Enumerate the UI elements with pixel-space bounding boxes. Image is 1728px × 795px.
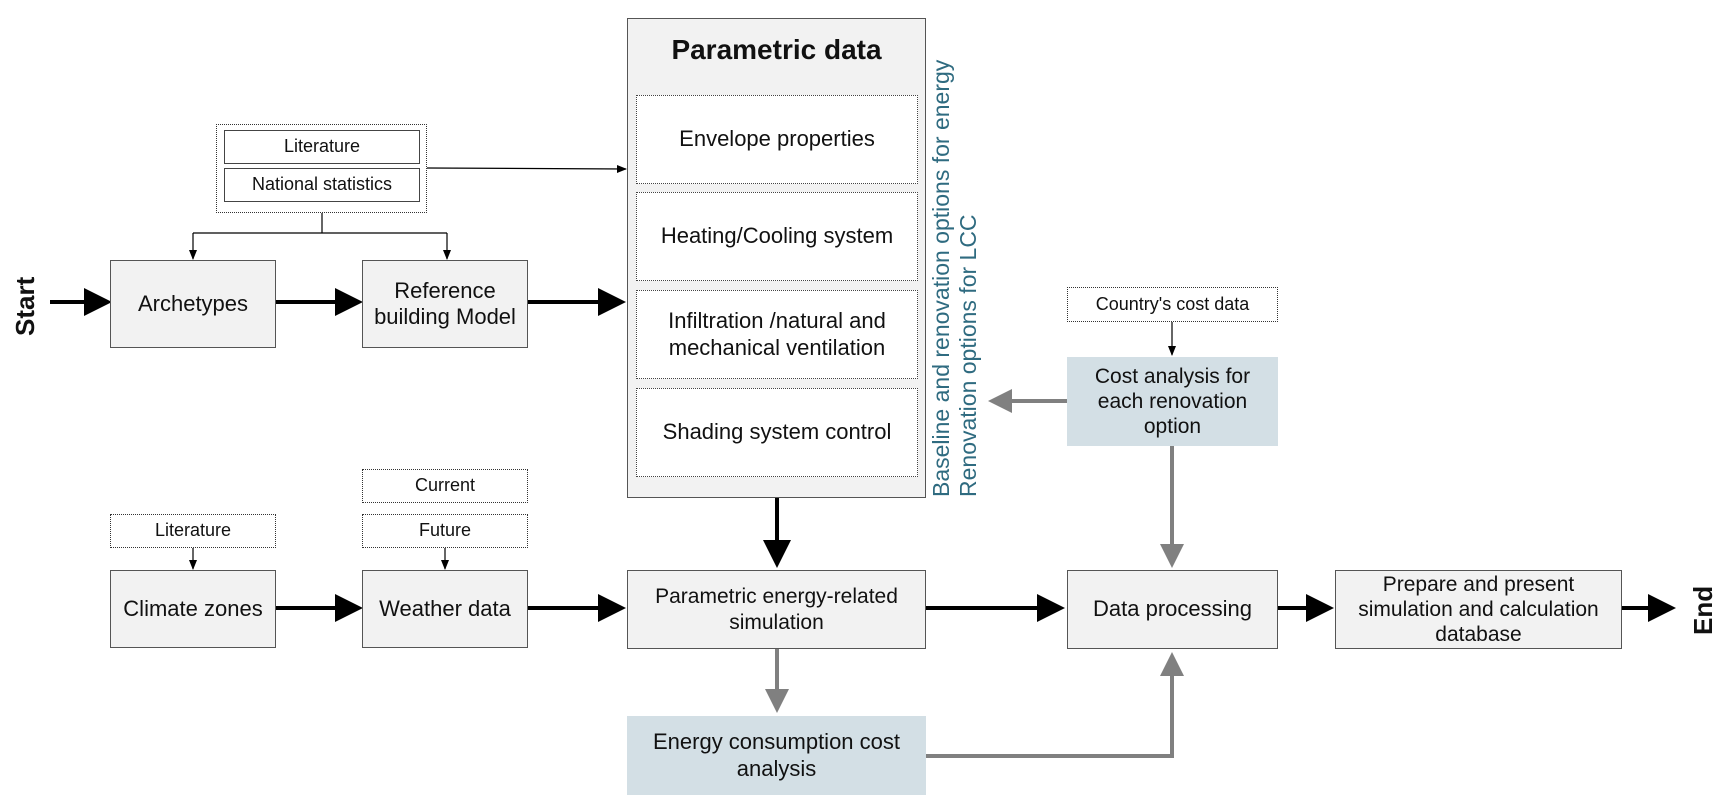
vertical-label-lcc: Renovation options for LCC [955,214,981,497]
ventilation-box: Infiltration /natural and mechanical ven… [636,290,918,379]
national-statistics-box: National statistics [224,168,420,202]
cost-analysis-box: Cost analysis for each renovation option [1067,357,1278,446]
shading-system-control-box: Shading system control [636,388,918,477]
vertical-label-energy: Baseline and renovation options for ener… [928,59,954,497]
arrow-energy-cost-to-processing [926,652,1184,758]
arrow-sources-to-parametric [426,164,627,173]
end-label: End [1688,585,1718,635]
country-cost-data-box: Country's cost data [1067,287,1278,322]
parametric-data-title: Parametric data [671,34,882,66]
weather-future-box: Future [362,514,528,548]
climate-zones-box: Climate zones [110,570,276,648]
data-processing-box: Data processing [1067,570,1278,649]
weather-data-box: Weather data [362,570,528,648]
parametric-simulation-box: Parametric energy-related simulation [627,570,926,649]
start-label: Start [10,276,40,336]
archetypes-box: Archetypes [110,260,276,348]
literature-source-box: Literature [224,130,420,164]
prepare-present-database-box: Prepare and present simulation and calcu… [1335,570,1622,649]
heating-cooling-system-box: Heating/Cooling system [636,192,918,281]
envelope-properties-box: Envelope properties [636,95,918,184]
arrow-sources-split [193,213,447,234]
reference-building-model-box: Reference building Model [362,260,528,348]
energy-consumption-cost-box: Energy consumption cost analysis [627,716,926,795]
climate-literature-box: Literature [110,514,276,548]
weather-current-box: Current [362,469,528,503]
